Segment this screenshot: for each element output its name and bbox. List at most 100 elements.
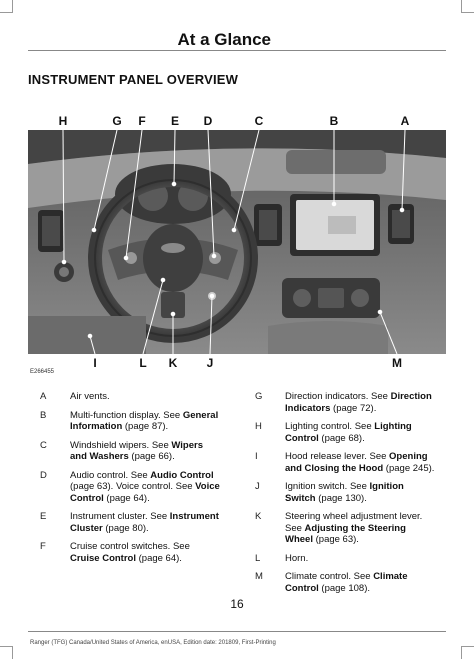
- callout-label-d: D: [203, 114, 213, 128]
- legend-key: E: [40, 511, 47, 522]
- legend-text: (page 130).: [315, 492, 367, 504]
- cross-reference-link[interactable]: Audio Control: [150, 469, 214, 481]
- legend-text: (page 108).: [318, 582, 371, 594]
- footer-edition-text: Ranger (TFG) Canada/United States of Ame…: [30, 640, 276, 646]
- legend-item: J Ignition switch. See Ignition Switch (p…: [255, 481, 435, 504]
- legend-text: Cruise control switches. See: [70, 541, 190, 552]
- legend-item: I Hood release lever. See Opening and Clo…: [255, 451, 435, 474]
- legend-item: L Horn.: [255, 553, 435, 565]
- legend-text: Air vents.: [70, 391, 110, 402]
- cross-reference-link[interactable]: General Information: [70, 409, 219, 433]
- legend-text: Climate control. See: [285, 571, 374, 582]
- legend-key: M: [255, 571, 263, 582]
- callout-label-i: I: [93, 356, 97, 370]
- callout-label-e: E: [170, 114, 180, 128]
- section-title: INSTRUMENT PANEL OVERVIEW: [28, 72, 239, 87]
- callout-label-a: A: [400, 114, 410, 128]
- legend-description: Instrument cluster. See Instrument Clust…: [70, 511, 220, 534]
- crop-mark: [461, 646, 474, 659]
- legend-key: B: [40, 409, 47, 421]
- crop-mark: [0, 646, 13, 659]
- cross-reference-link[interactable]: Ignition Switch: [285, 481, 404, 504]
- cross-reference-link[interactable]: Cruise Control: [70, 552, 136, 564]
- legend-key: J: [255, 481, 260, 492]
- legend-text: Horn.: [285, 552, 309, 564]
- crop-mark: [0, 0, 13, 13]
- legend-text: Audio control. See: [70, 469, 151, 481]
- page-header-title: At a Glance: [177, 30, 271, 49]
- legend-item: A Air vents.: [40, 391, 220, 403]
- legend-text: (page 63). Voice control. See: [70, 481, 196, 492]
- cross-reference-link[interactable]: Lighting Control: [285, 421, 412, 444]
- legend-text: (page 68).: [318, 432, 365, 444]
- legend-text: (page 245).: [383, 462, 435, 474]
- legend-left-column: A Air vents. B Multi-function display. See …: [40, 391, 220, 571]
- legend-description: Lighting control. See Lighting Control (…: [285, 421, 435, 444]
- legend-description: Multi-function display. See General Info…: [70, 410, 220, 433]
- callout-label-c: C: [254, 114, 264, 128]
- legend-text: Steering wheel adjustment lever. See: [285, 511, 423, 534]
- legend-description: Audio control. See Audio Control (page 6…: [70, 470, 220, 505]
- callout-label-h: H: [58, 114, 68, 128]
- instrument-panel-illustration: [28, 130, 446, 354]
- legend-description: Steering wheel adjustment lever. See Adj…: [285, 511, 435, 546]
- legend-text: Instrument cluster. See: [70, 511, 170, 522]
- dashboard-drawing: [28, 130, 446, 354]
- legend-description: Windshield wipers. See Wipers and Washer…: [70, 440, 220, 463]
- legend-description: Horn.: [285, 553, 435, 565]
- callout-label-j: J: [206, 356, 214, 370]
- figure-code: E266455: [30, 369, 55, 375]
- legend-text: Lighting control. See: [285, 421, 375, 432]
- legend-description: Ignition switch. See Ignition Switch (pa…: [285, 481, 435, 504]
- legend-text: (page 72).: [330, 402, 377, 414]
- legend-description: Hood release lever. See Opening and Clos…: [285, 451, 435, 474]
- page-number: 16: [230, 597, 244, 611]
- footer-divider: [28, 631, 446, 632]
- legend-text: (page 63).: [312, 534, 359, 545]
- legend-text: Ignition switch. See: [285, 481, 370, 492]
- callout-label-g: G: [112, 114, 122, 128]
- legend-item: M Climate control. See Climate Control (p…: [255, 571, 435, 594]
- cross-reference-link[interactable]: Climate Control: [285, 571, 408, 594]
- legend-description: Air vents.: [70, 391, 220, 403]
- legend-key: L: [255, 552, 261, 564]
- legend-key: C: [40, 439, 47, 451]
- crop-mark: [461, 0, 474, 13]
- legend-item: B Multi-function display. See General Inf…: [40, 410, 220, 433]
- callout-label-f: F: [138, 114, 146, 128]
- cross-reference-link[interactable]: Direction Indicators: [285, 391, 432, 414]
- legend-text: (page 80).: [102, 522, 149, 534]
- callout-label-m: M: [392, 356, 402, 370]
- cross-reference-link[interactable]: Voice Control: [70, 481, 220, 504]
- legend-key: I: [255, 451, 258, 462]
- legend-text: (page 64).: [135, 552, 182, 564]
- legend-key: F: [40, 541, 46, 552]
- legend-key: K: [255, 511, 262, 522]
- cross-reference-link[interactable]: Adjusting the Steering Wheel: [285, 522, 406, 546]
- legend-key: A: [40, 391, 47, 402]
- legend-item: F Cruise control switches. See Cruise Con…: [40, 541, 220, 564]
- cross-reference-link[interactable]: Opening and Closing the Hood: [285, 451, 428, 474]
- legend-right-column: G Direction indicators. See Direction Ind…: [255, 391, 435, 601]
- legend-item: E Instrument cluster. See Instrument Clus…: [40, 511, 220, 534]
- legend-item: H Lighting control. See Lighting Control …: [255, 421, 435, 444]
- cross-reference-link[interactable]: Instrument Cluster: [70, 511, 219, 534]
- legend-text: (page 64).: [103, 492, 150, 504]
- legend-description: Cruise control switches. See Cruise Cont…: [70, 541, 220, 564]
- header-divider: [28, 50, 446, 51]
- legend-text: Windshield wipers. See: [70, 439, 172, 451]
- callout-label-k: K: [168, 356, 178, 370]
- legend-key: H: [255, 421, 262, 432]
- legend-item: C Windshield wipers. See Wipers and Washe…: [40, 440, 220, 463]
- legend-text: Direction indicators. See: [285, 391, 391, 402]
- cross-reference-link[interactable]: Wipers and Washers: [70, 439, 203, 463]
- legend-key: G: [255, 391, 263, 402]
- legend-key: D: [40, 469, 47, 481]
- legend-item: D Audio control. See Audio Control (page …: [40, 470, 220, 505]
- legend-text: Hood release lever. See: [285, 451, 390, 462]
- legend-text: Multi-function display. See: [70, 409, 183, 421]
- legend-description: Direction indicators. See Direction Indi…: [285, 391, 435, 414]
- callout-label-l: L: [139, 356, 147, 370]
- legend-text: (page 87).: [122, 421, 169, 432]
